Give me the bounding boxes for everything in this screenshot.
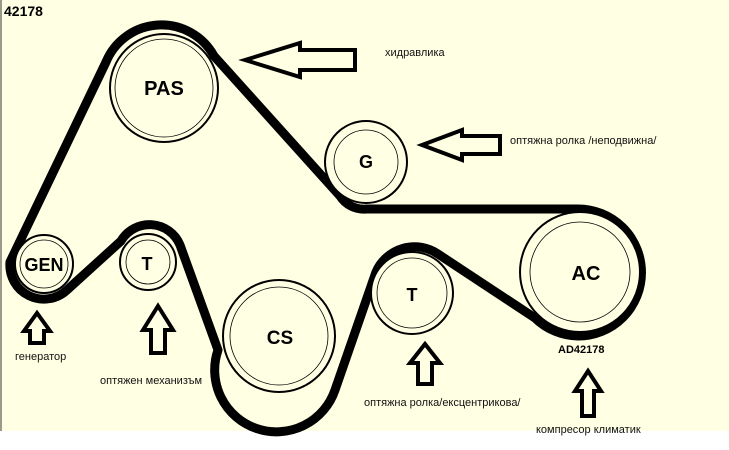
arrow-up-icon bbox=[571, 367, 605, 418]
label-generator: генератор bbox=[15, 351, 67, 363]
drive-belt bbox=[5, 20, 646, 437]
pulley-label-g: G bbox=[359, 152, 373, 172]
pulley-label-cs: CS bbox=[267, 328, 293, 349]
arrow-up-icon bbox=[20, 309, 54, 345]
pulley-g bbox=[324, 120, 408, 204]
label-tensioner: оптяжен механизъм bbox=[100, 375, 203, 387]
pulley-t1 bbox=[119, 233, 177, 291]
pulley-ac bbox=[519, 211, 641, 333]
arrow-left-icon bbox=[238, 40, 357, 80]
pulley-gen bbox=[14, 234, 74, 294]
pulley-label-t1: T bbox=[142, 254, 153, 274]
label-ac-compressor: компресор климатик bbox=[536, 424, 641, 436]
arrow-left-icon bbox=[416, 127, 502, 163]
pulley-label-ac: AC bbox=[572, 263, 601, 285]
pulley-t2 bbox=[370, 251, 454, 335]
label-hydraulics: хидравлика bbox=[385, 47, 445, 59]
pulley-label-gen: GEN bbox=[24, 255, 63, 275]
arrow-up-icon bbox=[405, 340, 445, 386]
arrow-up-icon bbox=[139, 302, 177, 355]
pulley-pas bbox=[109, 33, 219, 143]
pulley-label-t2: T bbox=[407, 285, 418, 305]
label-fixed-idler: оптяжна ролка /неподвижна/ bbox=[510, 135, 657, 147]
label-eccentric-idler: оптяжна ролка/ексцентрикова/ bbox=[364, 397, 521, 409]
pulley-label-pas: PAS bbox=[144, 78, 184, 100]
pulley-cs bbox=[222, 279, 336, 393]
diagram-title: 42178 bbox=[4, 3, 43, 19]
part-code: AD42178 bbox=[558, 344, 605, 356]
